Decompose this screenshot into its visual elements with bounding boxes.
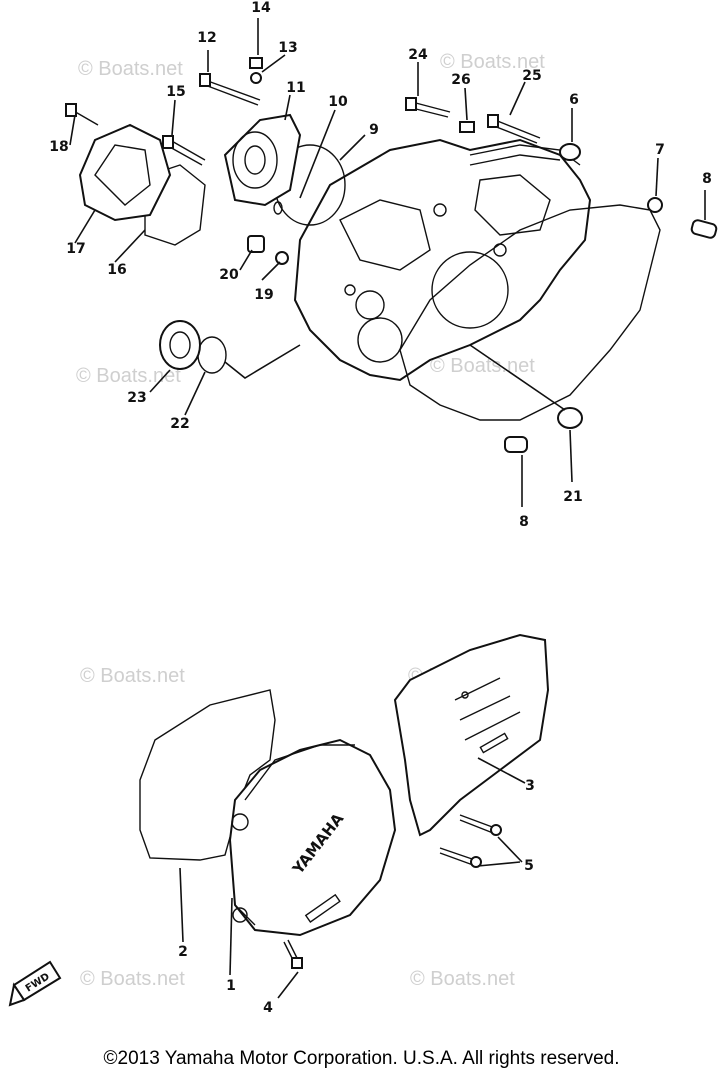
- bolt-head: [291, 957, 303, 969]
- callout-label: 17: [66, 241, 85, 257]
- dowel-pin: [504, 436, 528, 453]
- seal-23: [159, 320, 201, 370]
- callout-label: 26: [451, 72, 470, 88]
- o-ring-10: [273, 201, 283, 215]
- callout-label: 15: [166, 84, 185, 100]
- callout-label: 4: [263, 1000, 273, 1016]
- callout-label: 16: [107, 262, 126, 278]
- bolt-head: [487, 114, 499, 128]
- leader-lines-top: [69, 18, 706, 507]
- o-ring-22: [197, 336, 227, 374]
- callout-label: 14: [251, 0, 271, 16]
- watermark: © Boats.net: [430, 355, 535, 377]
- callout-label: 5: [524, 858, 534, 874]
- callout-label: 1: [226, 978, 236, 994]
- bolt-25: [493, 119, 541, 144]
- callout-label: 8: [519, 514, 529, 530]
- bolt-head: [405, 97, 417, 111]
- callout-label: 11: [286, 80, 305, 96]
- watermark: © Boats.net: [80, 968, 185, 990]
- washer-13: [250, 72, 262, 84]
- bolt-5: [439, 847, 476, 866]
- callout-labels: 12 14 13 11 10 9 15 18 17 16 20 19 23 22…: [49, 0, 712, 1016]
- callout-label: 23: [127, 390, 146, 406]
- callout-label: 18: [49, 139, 68, 155]
- callout-label: 10: [328, 94, 348, 110]
- bolt-24: [411, 101, 451, 118]
- callout-label: 22: [170, 416, 189, 432]
- callout-label: 7: [655, 142, 665, 158]
- watermark: © Boats.net: [410, 968, 515, 990]
- callout-label: 21: [563, 489, 582, 505]
- bolt-head: [65, 103, 77, 117]
- callout-label: 6: [569, 92, 579, 108]
- sprocket-cover-3: [393, 633, 550, 837]
- forward-arrow-icon: FWD: [8, 960, 62, 1007]
- callout-label: 2: [178, 944, 188, 960]
- bolt-20: [247, 235, 265, 253]
- bolt-12: [204, 79, 261, 106]
- bolt-14: [249, 57, 263, 69]
- callout-label: 25: [522, 68, 541, 84]
- callout-label: 13: [278, 40, 297, 56]
- callout-label: 19: [254, 287, 273, 303]
- bolt-15: [167, 139, 206, 166]
- watermark: © Boats.net: [80, 665, 185, 687]
- plug-6: [559, 143, 581, 161]
- oil-seal-21: [557, 407, 583, 429]
- boss-7: [647, 197, 663, 213]
- callout-label: 8: [702, 171, 712, 187]
- callout-label: 24: [408, 47, 428, 63]
- watermark: © Boats.net: [78, 58, 183, 80]
- bolt-head: [162, 135, 174, 149]
- washer-19: [275, 251, 289, 265]
- copyright-notice: ©2013 Yamaha Motor Corporation. U.S.A. A…: [103, 1048, 620, 1069]
- watermark: © Boats.net: [76, 365, 181, 387]
- seal-inner: [169, 331, 191, 359]
- leader-line: [224, 344, 301, 379]
- pump-cover-17: [78, 123, 172, 222]
- bolt-head: [199, 73, 211, 87]
- dowel-pin: [690, 219, 718, 239]
- cover-gasket: [399, 204, 661, 421]
- crankcase-cover-1: YAMAHA: [228, 738, 397, 937]
- pump-housing-11: [223, 113, 302, 207]
- bolt-head: [490, 824, 502, 836]
- leader-lines-bottom: [179, 757, 526, 999]
- exploded-view: © Boats.net © Boats.net © Boats.net © Bo…: [8, 0, 718, 1016]
- watermark: © Boats.net: [440, 51, 545, 73]
- callout-label: 3: [525, 778, 535, 794]
- crankcase-cover: [293, 138, 592, 382]
- callout-label: 20: [219, 267, 239, 283]
- clip-26: [459, 121, 475, 133]
- callout-label: 12: [197, 30, 216, 46]
- bolt-5: [459, 814, 496, 834]
- bolt-head: [470, 856, 482, 868]
- callout-label: 9: [369, 122, 379, 138]
